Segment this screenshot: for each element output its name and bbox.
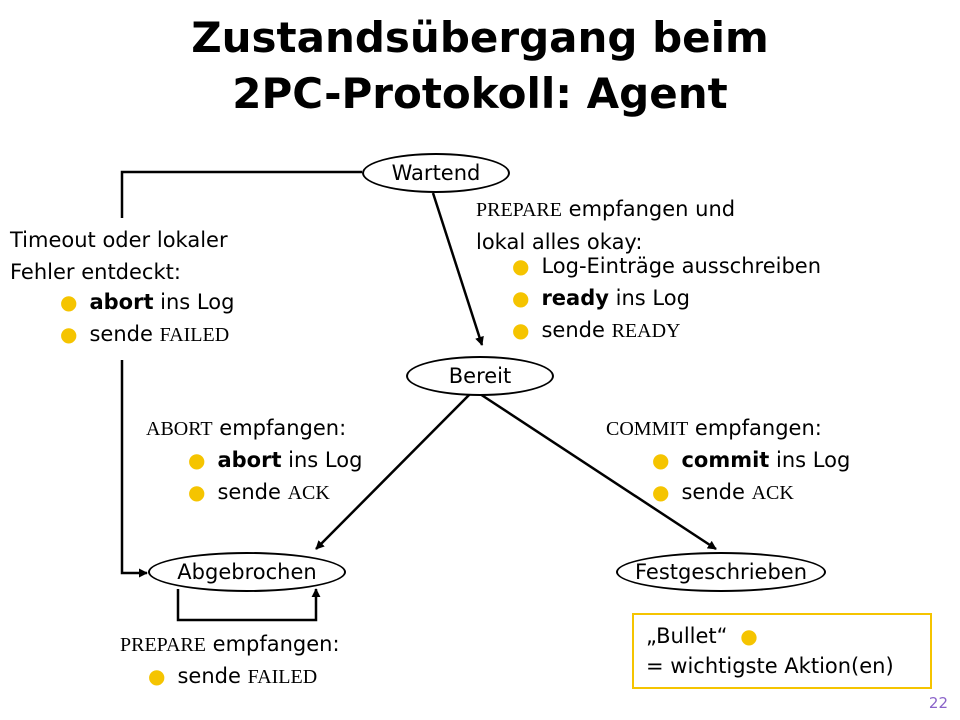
state-wartend-label: Wartend [391,161,481,185]
bullet-icon: ● [652,448,670,472]
action-text: sende [541,318,612,342]
prepare-ok-line2: lokal alles okay: [476,230,643,254]
transition-commit-label: COMMIT empfangen: [606,412,822,445]
bullet-icon: ● [740,624,758,648]
state-wartend: Wartend [362,153,510,193]
prepare-abgebrochen-text: empfangen: [205,632,340,656]
action-text: sende [217,480,288,504]
message-name: READY [611,320,681,342]
title-line-2: 2PC-Protokoll: Agent [232,69,728,118]
arrow-abgebrochen-self-loop [176,588,321,622]
action-keyword: ready [541,286,609,310]
list-item: ● abort ins Log [60,286,234,318]
message-name: ACK [287,482,330,504]
list-item: ● sende READY [512,314,821,347]
state-festgeschrieben-label: Festgeschrieben [634,560,808,584]
legend-line1: „Bullet“ [646,624,728,648]
action-keyword: commit [681,448,770,472]
action-text: ins Log [153,290,235,314]
action-text: sende [89,322,160,346]
state-abgebrochen-label: Abgebrochen [177,560,317,584]
state-bereit: Bereit [406,356,554,396]
action-text: ins Log [281,448,363,472]
transition-abort-actions: ● abort ins Log ● sende ACK [188,444,362,509]
timeout-line2: Fehler entdeckt: [10,260,181,284]
transition-prepare-abgebrochen-label: PREPARE empfangen: [120,628,340,661]
prepare-keyword: PREPARE [476,199,562,221]
action-keyword: abort [89,290,154,314]
commit-text: empfangen: [688,416,822,440]
list-item: ● sende FAILED [60,318,234,351]
abort-keyword: ABORT [146,418,213,440]
transition-timeout-actions: ● abort ins Log ● sende FAILED [60,286,234,351]
page-number: 22 [928,694,948,712]
bullet-icon: ● [512,318,530,342]
arrow-bereit-to-festgeschrieben [479,392,717,551]
action-text: ins Log [608,286,690,310]
list-item: ● ready ins Log [512,282,821,314]
list-item: ● sende ACK [188,476,362,509]
bullet-icon: ● [60,290,78,314]
arrow-timeout-to-abgebrochen [120,360,148,578]
bullet-icon: ● [512,254,530,278]
action-text: Log-Einträge ausschreiben [541,254,822,278]
title-line-1: Zustandsübergang beim [191,13,769,62]
bullet-icon: ● [652,480,670,504]
legend-line2: = wichtigste Aktion(en) [646,654,894,678]
abort-text: empfangen: [212,416,347,440]
transition-prepare-ok-actions: ● Log-Einträge ausschreiben ● ready ins Lo… [512,250,821,347]
commit-keyword: COMMIT [606,418,689,440]
bullet-icon: ● [60,322,78,346]
message-name: FAILED [247,666,318,688]
action-text: ins Log [769,448,851,472]
list-item: ● sende FAILED [148,660,317,693]
state-bereit-label: Bereit [448,364,512,388]
bullet-icon: ● [512,286,530,310]
action-text: sende [177,664,248,688]
action-text: sende [681,480,752,504]
list-item: ● sende ACK [652,476,850,509]
list-item: ● abort ins Log [188,444,362,476]
timeout-line-top [120,170,362,218]
action-keyword: abort [217,448,282,472]
message-name: ACK [751,482,794,504]
legend-box: „Bullet“ ● = wichtigste Aktion(en) [632,613,932,689]
page-title: Zustandsübergang beim 2PC-Protokoll: Age… [0,10,960,122]
transition-timeout-label: Timeout oder lokaler Fehler entdeckt: [10,224,228,288]
transition-prepare-abgebrochen-actions: ● sende FAILED [148,660,317,693]
bullet-icon: ● [188,480,206,504]
bullet-icon: ● [148,664,166,688]
transition-prepare-ok-label: PREPARE empfangen und lokal alles okay: [476,193,735,258]
state-festgeschrieben: Festgeschrieben [616,552,826,592]
prepare-ok-text: empfangen und [561,197,736,221]
message-name: FAILED [159,324,230,346]
timeout-line1: Timeout oder lokaler [10,228,228,252]
bullet-icon: ● [188,448,206,472]
transition-abort-label: ABORT empfangen: [146,412,346,445]
list-item: ● Log-Einträge ausschreiben [512,250,821,282]
transition-commit-actions: ● commit ins Log ● sende ACK [652,444,850,509]
state-abgebrochen: Abgebrochen [148,552,346,592]
prepare-keyword: PREPARE [120,634,206,656]
list-item: ● commit ins Log [652,444,850,476]
arrow-bereit-to-abgebrochen [315,393,471,550]
arrow-wartend-to-bereit [431,192,484,346]
